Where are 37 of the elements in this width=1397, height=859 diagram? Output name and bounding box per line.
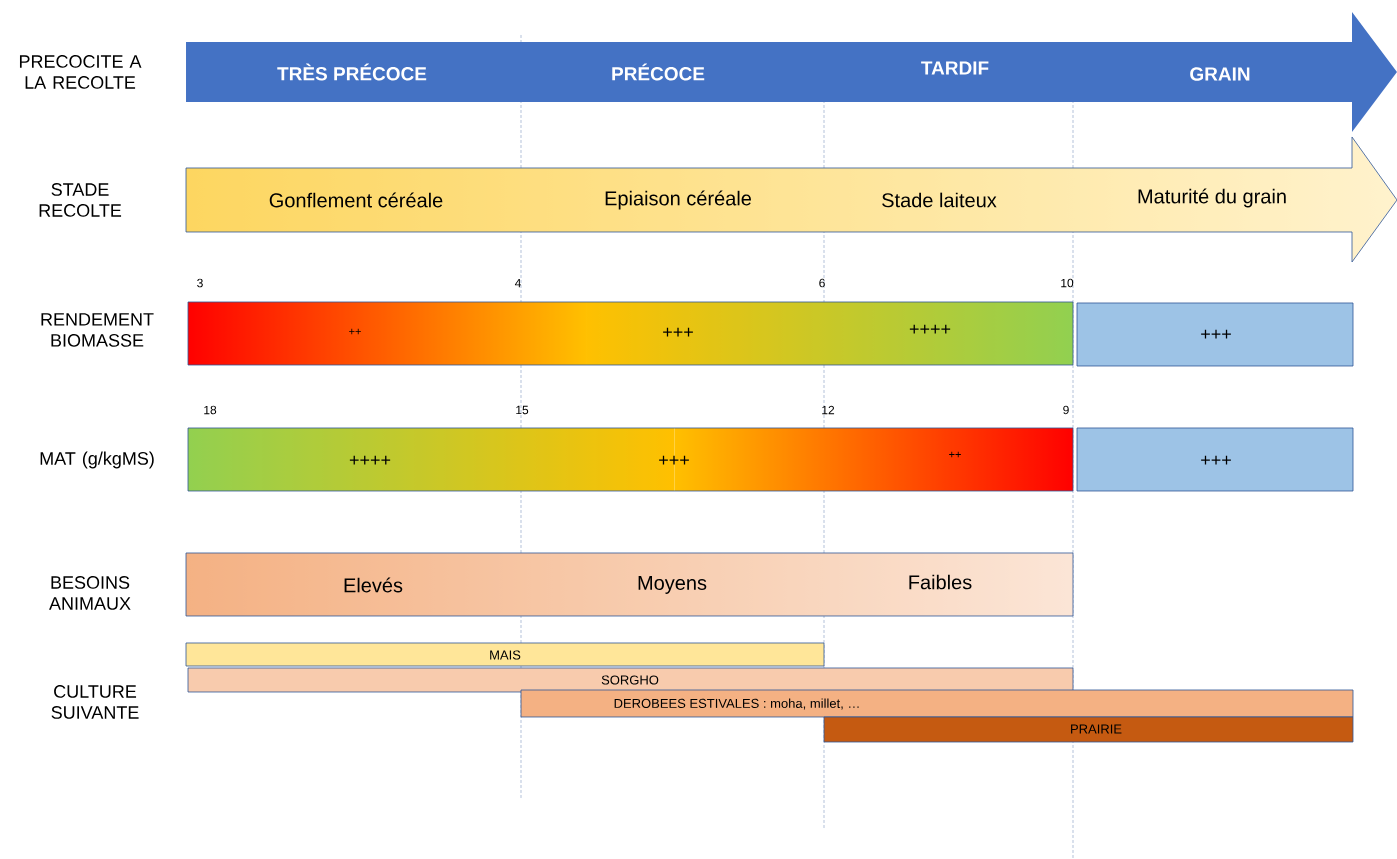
bar-label: DEROBEES ESTIVALES : moha, millet, …	[614, 698, 859, 710]
bar-label: ++	[349, 328, 361, 335]
bar-label: ++++	[909, 324, 951, 334]
row-heading: STADE RECOLTE	[39, 183, 122, 217]
bar-label: Elevés	[344, 577, 403, 593]
scale-value: 6	[819, 278, 825, 288]
row-heading: PRECOCITE A LA RECOLTE	[20, 55, 142, 89]
scale-value: 12	[822, 405, 835, 415]
scale-value: 9	[1063, 405, 1069, 415]
bar-label: Gonflement céréale	[269, 192, 443, 208]
bar-label: MAIS	[490, 650, 521, 660]
row-heading: CULTURE SUIVANTE	[51, 685, 139, 719]
row-heading: BESOINS ANIMAUX	[49, 576, 131, 610]
bar-label: +++	[659, 455, 689, 465]
bar-label: Maturité du grain	[1138, 188, 1286, 208]
bar-label: GRAIN	[1190, 67, 1250, 81]
bar-label: Epiaison céréale	[605, 190, 751, 210]
bar-label: Moyens	[638, 576, 707, 594]
bar-label: SORGHO	[601, 675, 659, 685]
bar-label: +++	[1201, 329, 1231, 339]
bar-label: ++++	[349, 455, 391, 465]
row-heading: RENDEMENT BIOMASSE	[41, 313, 154, 347]
scale-value: 15	[516, 405, 529, 415]
scale-value: 10	[1061, 278, 1074, 288]
scale-value: 18	[204, 405, 217, 415]
bar-label: PRAIRIE	[1071, 724, 1122, 734]
bar-label: TRÈS PRÉCOCE	[277, 63, 427, 81]
scale-value: 4	[514, 278, 521, 288]
scale-value: 3	[197, 278, 203, 288]
bar-label: TARDIF	[921, 61, 989, 75]
bar-label: Faibles	[909, 574, 972, 590]
bar-label: +++	[1201, 455, 1231, 465]
row-heading: MAT (g/kgMS)	[40, 451, 154, 469]
bar-label: PRÉCOCE	[612, 63, 705, 81]
bar-label: +++	[663, 327, 693, 337]
bar-label: Stade laiteux	[882, 192, 997, 208]
bar-label: ++	[949, 451, 961, 458]
